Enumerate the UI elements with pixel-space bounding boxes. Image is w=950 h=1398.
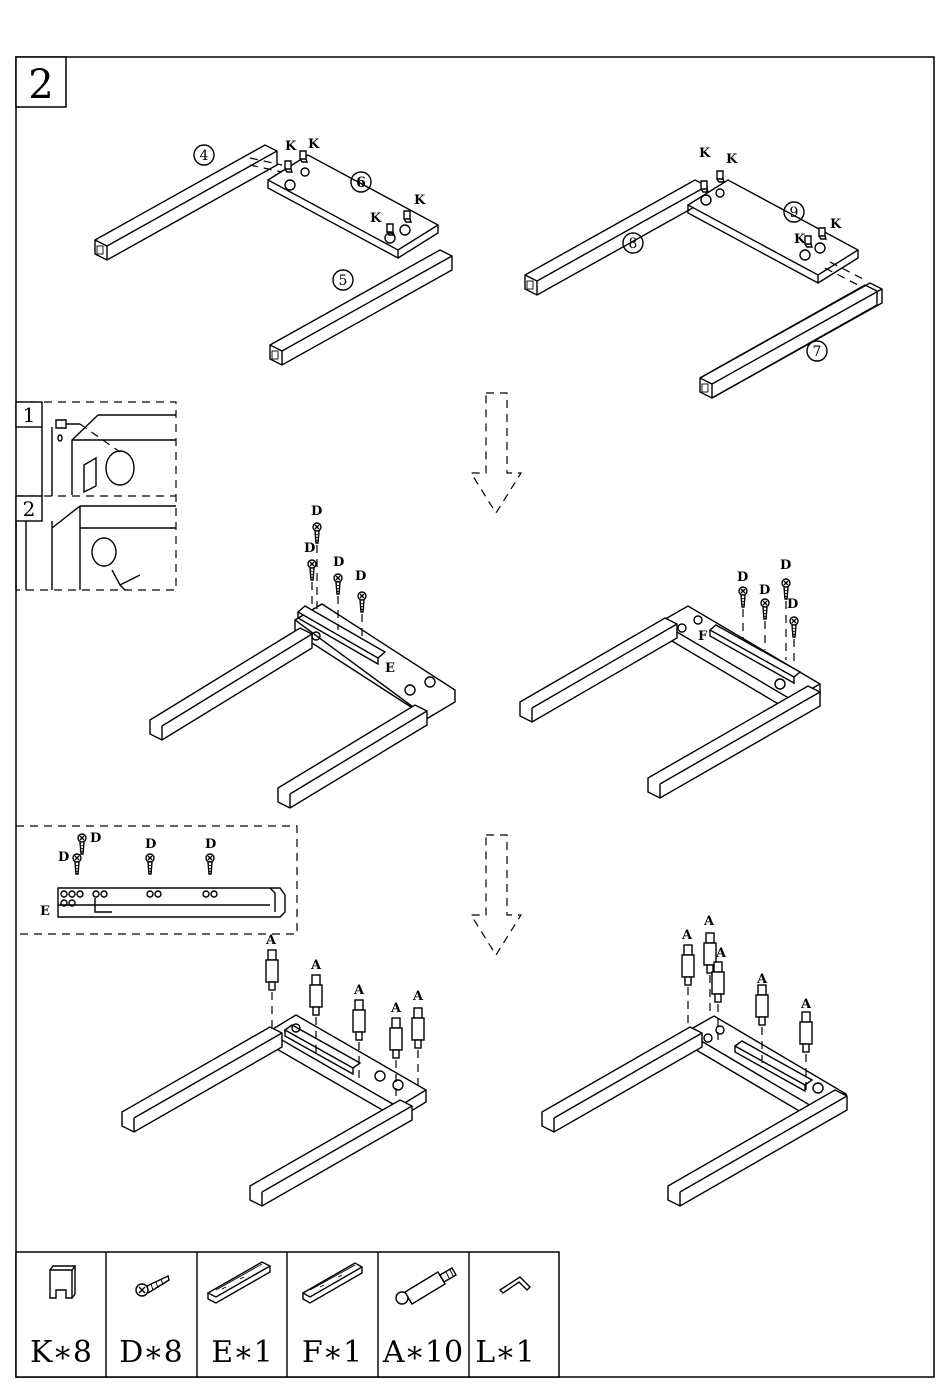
top-right-assembly: K K K K 7 8 9 xyxy=(525,146,882,398)
inset-step-1: 1 xyxy=(23,403,36,427)
dowel-label-a: A xyxy=(265,933,277,948)
label-k: K xyxy=(414,193,426,208)
part-number-4: 4 xyxy=(200,148,209,164)
part-number-9: 9 xyxy=(790,205,799,221)
screw-label-d: D xyxy=(780,558,791,573)
screw-label-d: D xyxy=(145,837,156,852)
part-number-5: 5 xyxy=(339,273,348,289)
parts-count-d: D∗8 xyxy=(119,1335,183,1370)
down-arrow xyxy=(471,835,521,955)
screw-label-d: D xyxy=(311,504,322,519)
parts-count-f: F∗1 xyxy=(302,1335,362,1370)
slide-screw-detail-inset: D D D D E xyxy=(16,826,297,934)
bottom-right-assembly: A A A A A xyxy=(542,914,847,1206)
screw-label-d: D xyxy=(759,583,770,598)
parts-count-a: A∗10 xyxy=(382,1335,463,1370)
cam-lock-detail-inset: 1 2 xyxy=(16,402,176,590)
top-left-assembly: K K K K 4 5 6 xyxy=(95,137,452,365)
slide-label-f: F xyxy=(698,629,708,644)
dowel-label-a: A xyxy=(756,972,768,987)
screw-label-d: D xyxy=(333,555,344,570)
dowel-label-a: A xyxy=(800,997,812,1012)
screw-label-d: D xyxy=(304,541,315,556)
label-k: K xyxy=(699,146,711,161)
dowel-label-a: A xyxy=(310,958,322,973)
inset-step-2: 2 xyxy=(23,497,36,521)
parts-list: K∗8 D∗8 E∗1 F∗1 A∗10 L∗1 xyxy=(16,1252,559,1377)
screw-label-d: D xyxy=(90,831,101,846)
screw-label-d: D xyxy=(58,850,69,865)
step-number: 2 xyxy=(28,62,53,108)
middle-right-assembly: D D D D F xyxy=(520,558,820,798)
parts-count-e: E∗1 xyxy=(211,1335,272,1370)
parts-count-k: K∗8 xyxy=(30,1335,92,1370)
middle-left-assembly: D D D D E xyxy=(150,504,455,808)
down-arrow xyxy=(471,393,521,513)
screw-label-d: D xyxy=(205,837,216,852)
screw-label-d: D xyxy=(787,597,798,612)
label-k: K xyxy=(794,232,806,247)
label-k: K xyxy=(830,217,842,232)
screw-label-d: D xyxy=(737,570,748,585)
dowel-label-a: A xyxy=(390,1001,402,1016)
slide-label-e: E xyxy=(385,661,395,676)
label-k: K xyxy=(308,137,320,152)
screw-label-d: D xyxy=(355,569,366,584)
label-k: K xyxy=(726,152,738,167)
part-number-7: 7 xyxy=(813,344,822,360)
parts-count-l: L∗1 xyxy=(475,1335,534,1370)
dowel-label-a: A xyxy=(681,928,693,943)
slide-label-e: E xyxy=(40,904,50,919)
part-number-6: 6 xyxy=(356,175,366,191)
label-k: K xyxy=(285,139,297,154)
dowel-label-a: A xyxy=(715,946,727,961)
bottom-left-assembly: A A A A A xyxy=(122,933,426,1206)
dowel-label-a: A xyxy=(412,989,424,1004)
label-k: K xyxy=(370,211,382,226)
dowel-label-a: A xyxy=(703,914,715,929)
part-number-8: 8 xyxy=(629,236,638,252)
dowel-label-a: A xyxy=(353,983,365,998)
